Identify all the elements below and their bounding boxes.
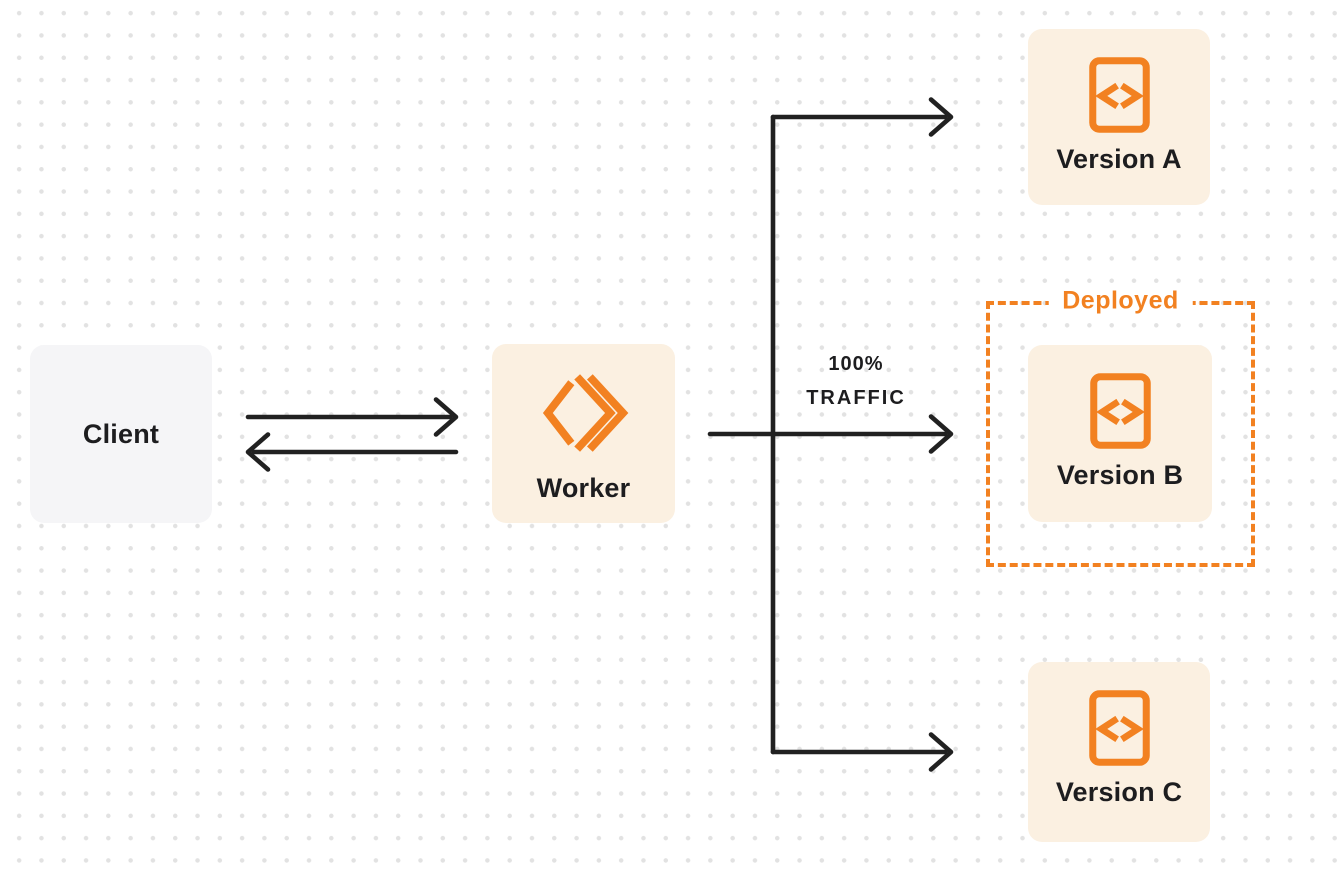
- client-to-worker-arrow: [245, 397, 459, 437]
- code-file-icon: [1089, 373, 1151, 449]
- client-node: Client: [30, 345, 212, 523]
- code-file-icon: [1088, 690, 1150, 766]
- version-b-label: Version B: [1056, 460, 1184, 490]
- deployed-group: Deployed Version B: [986, 286, 1255, 567]
- code-file-icon: [1088, 57, 1150, 133]
- worker-label: Worker: [536, 473, 631, 503]
- worker-to-client-arrow: [245, 432, 459, 472]
- deployed-group-label: Deployed: [1048, 286, 1193, 316]
- arrow-to-version-c: [770, 732, 954, 772]
- traffic-label-line1: 100%: [828, 353, 884, 375]
- version-a-node: Version A: [1028, 29, 1210, 205]
- version-a-label: Version A: [1056, 144, 1182, 174]
- traffic-label-line2: TRAFFIC: [806, 387, 906, 409]
- arrow-to-version-b: [707, 414, 954, 454]
- version-b-node: Version B: [1028, 345, 1212, 522]
- client-label: Client: [82, 419, 160, 449]
- version-c-node: Version C: [1028, 662, 1210, 842]
- version-c-label: Version C: [1055, 777, 1183, 807]
- traffic-percentage-label: 100% TRAFFIC: [771, 347, 941, 415]
- arrow-to-version-a: [770, 97, 954, 137]
- cloudflare-workers-logo-icon: [541, 370, 628, 454]
- worker-node: Worker: [492, 344, 675, 523]
